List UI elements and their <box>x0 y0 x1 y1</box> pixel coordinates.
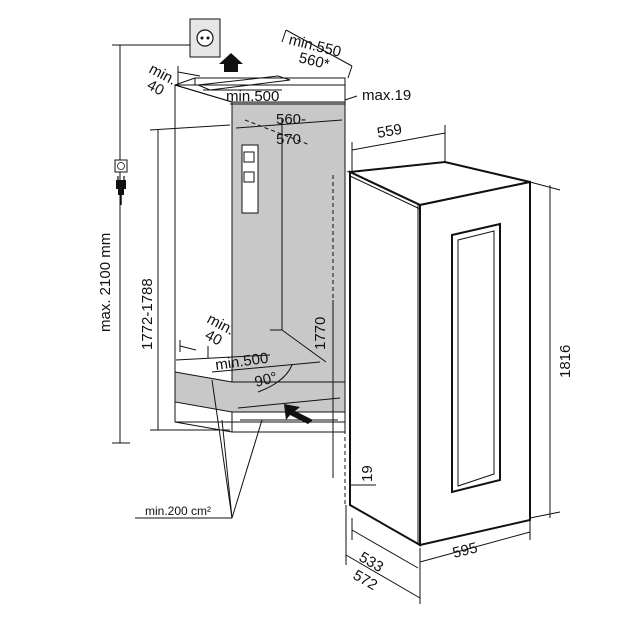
label-max19: max.19 <box>362 87 411 104</box>
niche-cabinet <box>174 75 346 433</box>
label-560-570-a: 560- <box>276 111 306 128</box>
label-1770: 1770 <box>312 317 329 350</box>
airflow-arrow-icon <box>219 53 243 72</box>
appliance <box>346 160 531 547</box>
label-1772-1788: 1772-1788 <box>139 278 156 350</box>
dimension-lines-left <box>112 44 334 478</box>
label-max2100: max. 2100 mm <box>97 233 114 332</box>
label-min40-top-value: 40 <box>144 77 167 100</box>
airflow-arrow-icon <box>284 404 313 424</box>
plug-icon <box>116 176 126 205</box>
dimension-lines-top <box>177 29 446 172</box>
label-19: 19 <box>359 465 376 482</box>
label-90-degrees: 90° <box>253 369 279 391</box>
label-559: 559 <box>376 121 404 142</box>
label-595: 595 <box>451 539 479 562</box>
label-min40-bottom-value: 40 <box>202 327 225 350</box>
door-glass <box>451 222 501 494</box>
label-min200: min.200 cm² <box>145 504 211 518</box>
power-outlet-icon <box>114 159 128 173</box>
label-min500-top: min.500 <box>226 88 279 105</box>
label-570: 570 <box>276 131 301 148</box>
label-1816: 1816 <box>557 345 574 378</box>
wall-socket-icon <box>189 18 221 58</box>
dimension-lines-bottom <box>135 181 561 604</box>
